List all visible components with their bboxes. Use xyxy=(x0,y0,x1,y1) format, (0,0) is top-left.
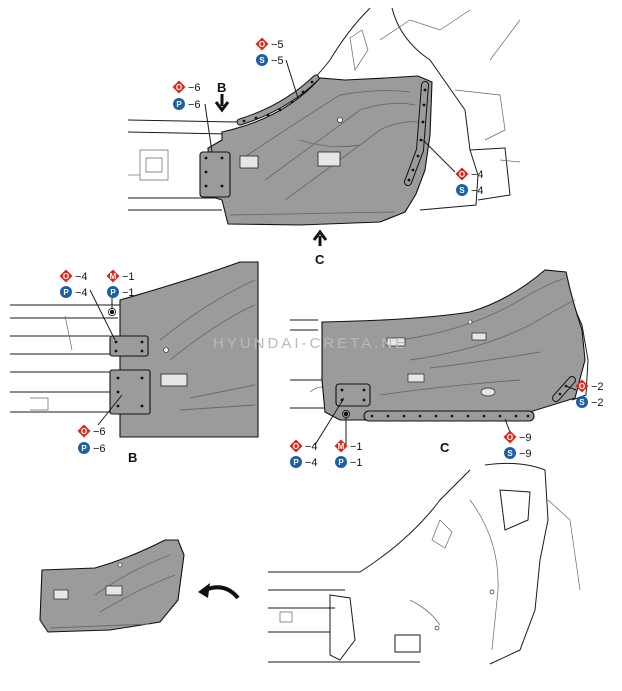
diamond-badge-icon xyxy=(172,80,186,94)
detail-c-label: C xyxy=(440,440,450,455)
diamond-badge-icon xyxy=(503,430,517,444)
callout-b-m1: M −1 xyxy=(106,269,135,283)
badge-letter: M xyxy=(110,272,117,281)
badge-letter: O xyxy=(259,40,265,49)
view-b-label: B xyxy=(217,80,226,95)
callout-c-p1: P −1 xyxy=(335,456,363,469)
badge-code: −4 xyxy=(75,287,88,299)
badge-letter: P xyxy=(176,100,182,109)
badge-code: −1 xyxy=(122,271,135,283)
view-c-label: C xyxy=(315,252,325,267)
badge-letter: P xyxy=(293,458,299,467)
badge-code: −4 xyxy=(471,185,484,197)
callout-top-s5: S −5 xyxy=(256,54,284,67)
badge-code: −1 xyxy=(350,441,363,453)
callout-top-s4: S −4 xyxy=(456,184,484,197)
badge-letter: S xyxy=(459,186,465,195)
callout-b-o4: O −4 xyxy=(59,269,88,283)
detail-b-view xyxy=(10,261,259,438)
diamond-badge-icon xyxy=(455,167,469,181)
view-c-arrow-icon xyxy=(312,229,328,246)
removed-panel-view xyxy=(39,539,240,633)
badge-code: −1 xyxy=(122,287,135,299)
badge-letter: O xyxy=(63,272,69,281)
callout-b-p4: P −4 xyxy=(60,286,88,299)
badge-letter: S xyxy=(507,449,513,458)
badge-letter: O xyxy=(293,442,299,451)
badge-code: −4 xyxy=(305,441,318,453)
circle-badge-icon xyxy=(335,456,347,468)
top-main-view xyxy=(127,7,521,246)
badge-letter: P xyxy=(81,444,87,453)
callout-top-o6: O −6 xyxy=(172,80,201,94)
callout-c-o4: O −4 xyxy=(289,439,318,453)
badge-code: −1 xyxy=(350,457,363,469)
circle-badge-icon xyxy=(576,396,588,408)
callout-c-o2: O −2 xyxy=(575,379,604,393)
circle-badge-icon xyxy=(60,286,72,298)
badge-code: −2 xyxy=(591,397,604,409)
body-after-removal-view xyxy=(268,462,581,665)
badge-code: −9 xyxy=(519,448,532,460)
badge-code: −4 xyxy=(305,457,318,469)
callout-c-s9: S −9 xyxy=(504,447,532,460)
circle-badge-icon xyxy=(504,447,516,459)
badge-code: −4 xyxy=(471,169,484,181)
badge-code: −6 xyxy=(93,426,106,438)
callout-c-s2: S −2 xyxy=(576,396,604,409)
badge-letter: O xyxy=(507,433,513,442)
circle-badge-icon xyxy=(107,286,119,298)
callout-c-o9: O −9 xyxy=(503,430,532,444)
callout-top-p6: P −6 xyxy=(173,98,201,111)
callout-b-p6: P −6 xyxy=(78,442,106,455)
detail-c-view xyxy=(290,269,589,446)
callout-b-o6: O −6 xyxy=(77,424,106,438)
badge-letter: M xyxy=(338,442,345,451)
diamond-badge-icon xyxy=(575,379,589,393)
badge-code: −5 xyxy=(271,39,284,51)
view-b-arrow-icon xyxy=(214,94,230,113)
circle-badge-icon xyxy=(78,442,90,454)
watermark-text: HYUNDAI-CRETA.NE xyxy=(213,335,408,352)
badge-letter: P xyxy=(338,458,344,467)
diamond-badge-icon xyxy=(106,269,120,283)
badge-code: −9 xyxy=(519,432,532,444)
badge-letter: O xyxy=(176,83,182,92)
diamond-badge-icon xyxy=(77,424,91,438)
detail-b-label: B xyxy=(128,450,137,465)
diamond-badge-icon xyxy=(289,439,303,453)
callout-top-o5: O −5 xyxy=(255,37,284,51)
callout-b-p1: P −1 xyxy=(107,286,135,299)
badge-letter: O xyxy=(459,170,465,179)
badge-code: −2 xyxy=(591,381,604,393)
diamond-badge-icon xyxy=(255,37,269,51)
badge-letter: S xyxy=(259,56,265,65)
diamond-badge-icon xyxy=(334,439,348,453)
badge-code: −6 xyxy=(93,443,106,455)
badge-code: −6 xyxy=(188,82,201,94)
badge-letter: O xyxy=(579,382,585,391)
callout-c-p4: P −4 xyxy=(290,456,318,469)
badge-letter: P xyxy=(110,288,116,297)
diamond-badge-icon xyxy=(59,269,73,283)
badge-letter: S xyxy=(579,398,585,407)
circle-badge-icon xyxy=(173,98,185,110)
badge-code: −6 xyxy=(188,99,201,111)
badge-letter: O xyxy=(81,427,87,436)
remove-curved-arrow-icon xyxy=(204,585,240,600)
badge-letter: P xyxy=(63,288,69,297)
badge-code: −5 xyxy=(271,55,284,67)
callout-c-m1: M −1 xyxy=(334,439,363,453)
circle-badge-icon xyxy=(256,54,268,66)
badge-code: −4 xyxy=(75,271,88,283)
circle-badge-icon xyxy=(456,184,468,196)
circle-badge-icon xyxy=(290,456,302,468)
callout-top-o4: O −4 xyxy=(455,167,484,181)
